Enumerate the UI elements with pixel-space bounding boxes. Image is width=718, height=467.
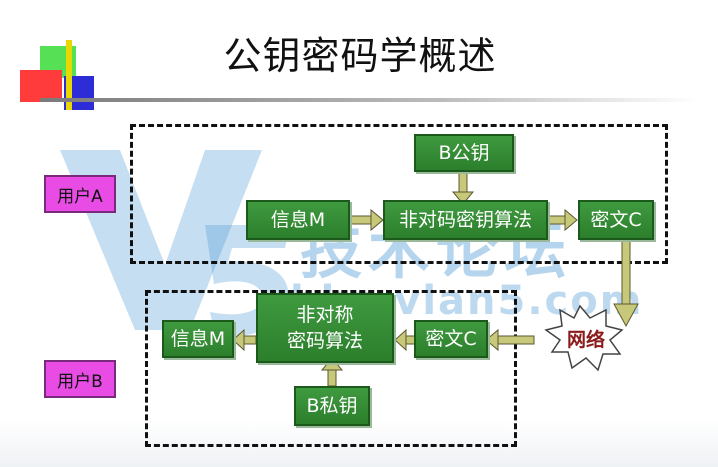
user-a-region xyxy=(130,124,668,264)
arrow-algorithm-to-cipher xyxy=(547,208,578,232)
network-label: 网络 xyxy=(566,329,605,351)
user-b-region xyxy=(145,290,517,447)
logo-bar-yellow xyxy=(66,40,72,110)
network-burst-shape xyxy=(544,304,624,372)
user-b-label: 用户B xyxy=(44,360,116,398)
user-a-label: 用户A xyxy=(44,175,116,213)
box-cipher-a: 密文C xyxy=(578,200,654,240)
box-algorithm-a: 非对码密钥算法 xyxy=(383,200,548,240)
arrow-message-to-algorithm xyxy=(349,208,384,232)
arrow-network-to-cipher-b xyxy=(485,328,535,352)
bottom-glare xyxy=(0,420,718,467)
box-algorithm-b-line1: 非对称 xyxy=(296,304,354,326)
logo-square-red xyxy=(20,70,62,102)
box-algorithm-b: 非对称 密码算法 xyxy=(256,293,394,363)
arrow-algorithm-b-to-message-b xyxy=(232,328,257,352)
box-b-private-key: B私钥 xyxy=(294,386,370,426)
box-message-a: 信息M xyxy=(246,200,350,240)
logo-line-gray xyxy=(40,98,700,102)
box-b-public-key: B公钥 xyxy=(414,134,514,172)
arrow-pubkey-to-algorithm xyxy=(451,168,475,205)
arrow-privkey-to-algorithm-b xyxy=(320,357,344,387)
arrow-cipher-to-network xyxy=(613,239,639,328)
box-cipher-b: 密文C xyxy=(414,320,488,358)
arrow-cipher-b-to-algorithm-b xyxy=(394,328,417,352)
box-message-b: 信息M xyxy=(162,320,234,358)
box-algorithm-b-line2: 密码算法 xyxy=(286,330,363,352)
page-title: 公钥密码学概述 xyxy=(223,34,497,78)
